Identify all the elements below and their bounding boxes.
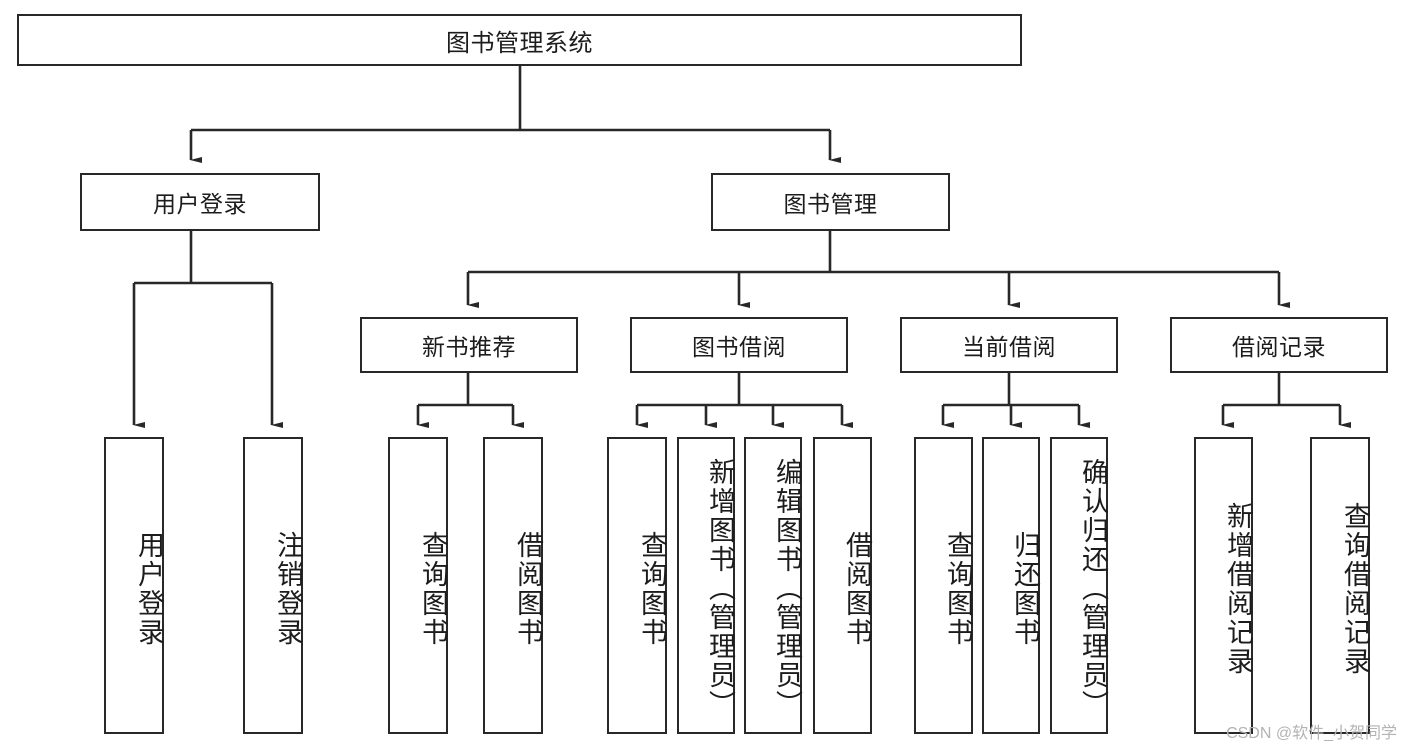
leaf-record-query-record[interactable]: 查询借阅记录 [1310, 437, 1370, 734]
leaf-record-add-record[interactable]: 新增借阅记录 [1194, 437, 1253, 734]
watermark: CSDN @软件_小贺同学 [1226, 725, 1397, 742]
node-label: 图书管理系统 [446, 29, 593, 57]
leaf-borrow-query-book[interactable]: 查询图书 [607, 437, 667, 734]
leaf-borrow-add-book-admin[interactable]: 新增图书（管理员） [677, 437, 735, 734]
leaf-recommend-borrow-book[interactable]: 借阅图书 [483, 437, 543, 734]
node-borrow-record[interactable]: 借阅记录 [1170, 317, 1388, 373]
node-label: 注销登录 [273, 530, 303, 647]
leaf-current-confirm-return-admin[interactable]: 确认归还（管理员） [1050, 437, 1108, 734]
node-label: 借阅图书 [842, 530, 872, 647]
node-label: 查询图书 [637, 530, 667, 647]
node-label: 图书管理 [783, 191, 878, 217]
node-current-borrow[interactable]: 当前借阅 [900, 317, 1118, 373]
leaf-borrow-borrow-book[interactable]: 借阅图书 [813, 437, 872, 734]
node-label: 借阅记录 [1232, 334, 1326, 360]
leaf-recommend-query-book[interactable]: 查询图书 [388, 437, 448, 734]
node-label: 用户登录 [153, 191, 247, 217]
leaf-user-login-logout[interactable]: 注销登录 [243, 437, 303, 734]
leaf-user-login-login[interactable]: 用户登录 [104, 437, 164, 734]
node-root-system[interactable]: 图书管理系统 [17, 14, 1022, 66]
node-book-management[interactable]: 图书管理 [711, 173, 950, 231]
node-label: 借阅图书 [513, 530, 543, 647]
node-label: 新增借阅记录 [1223, 501, 1253, 676]
node-user-login[interactable]: 用户登录 [80, 173, 320, 231]
node-label: 查询借阅记录 [1340, 501, 1370, 676]
node-label: 新增图书（管理员） [705, 458, 735, 719]
node-label: 查询图书 [418, 530, 448, 647]
node-label: 当前借阅 [962, 334, 1056, 360]
leaf-current-query-book[interactable]: 查询图书 [914, 437, 973, 734]
node-new-book-recommend[interactable]: 新书推荐 [360, 317, 578, 373]
node-book-borrow[interactable]: 图书借阅 [630, 317, 848, 373]
node-label: 确认归还（管理员） [1078, 458, 1108, 719]
node-label: 图书借阅 [692, 334, 786, 360]
node-label: 查询图书 [943, 530, 973, 647]
leaf-borrow-edit-book-admin[interactable]: 编辑图书（管理员） [744, 437, 802, 734]
leaf-current-return-book[interactable]: 归还图书 [982, 437, 1040, 734]
node-label: 编辑图书（管理员） [772, 458, 802, 719]
node-label: 用户登录 [134, 530, 164, 647]
node-label: 新书推荐 [422, 334, 516, 360]
node-label: 归还图书 [1010, 530, 1040, 647]
